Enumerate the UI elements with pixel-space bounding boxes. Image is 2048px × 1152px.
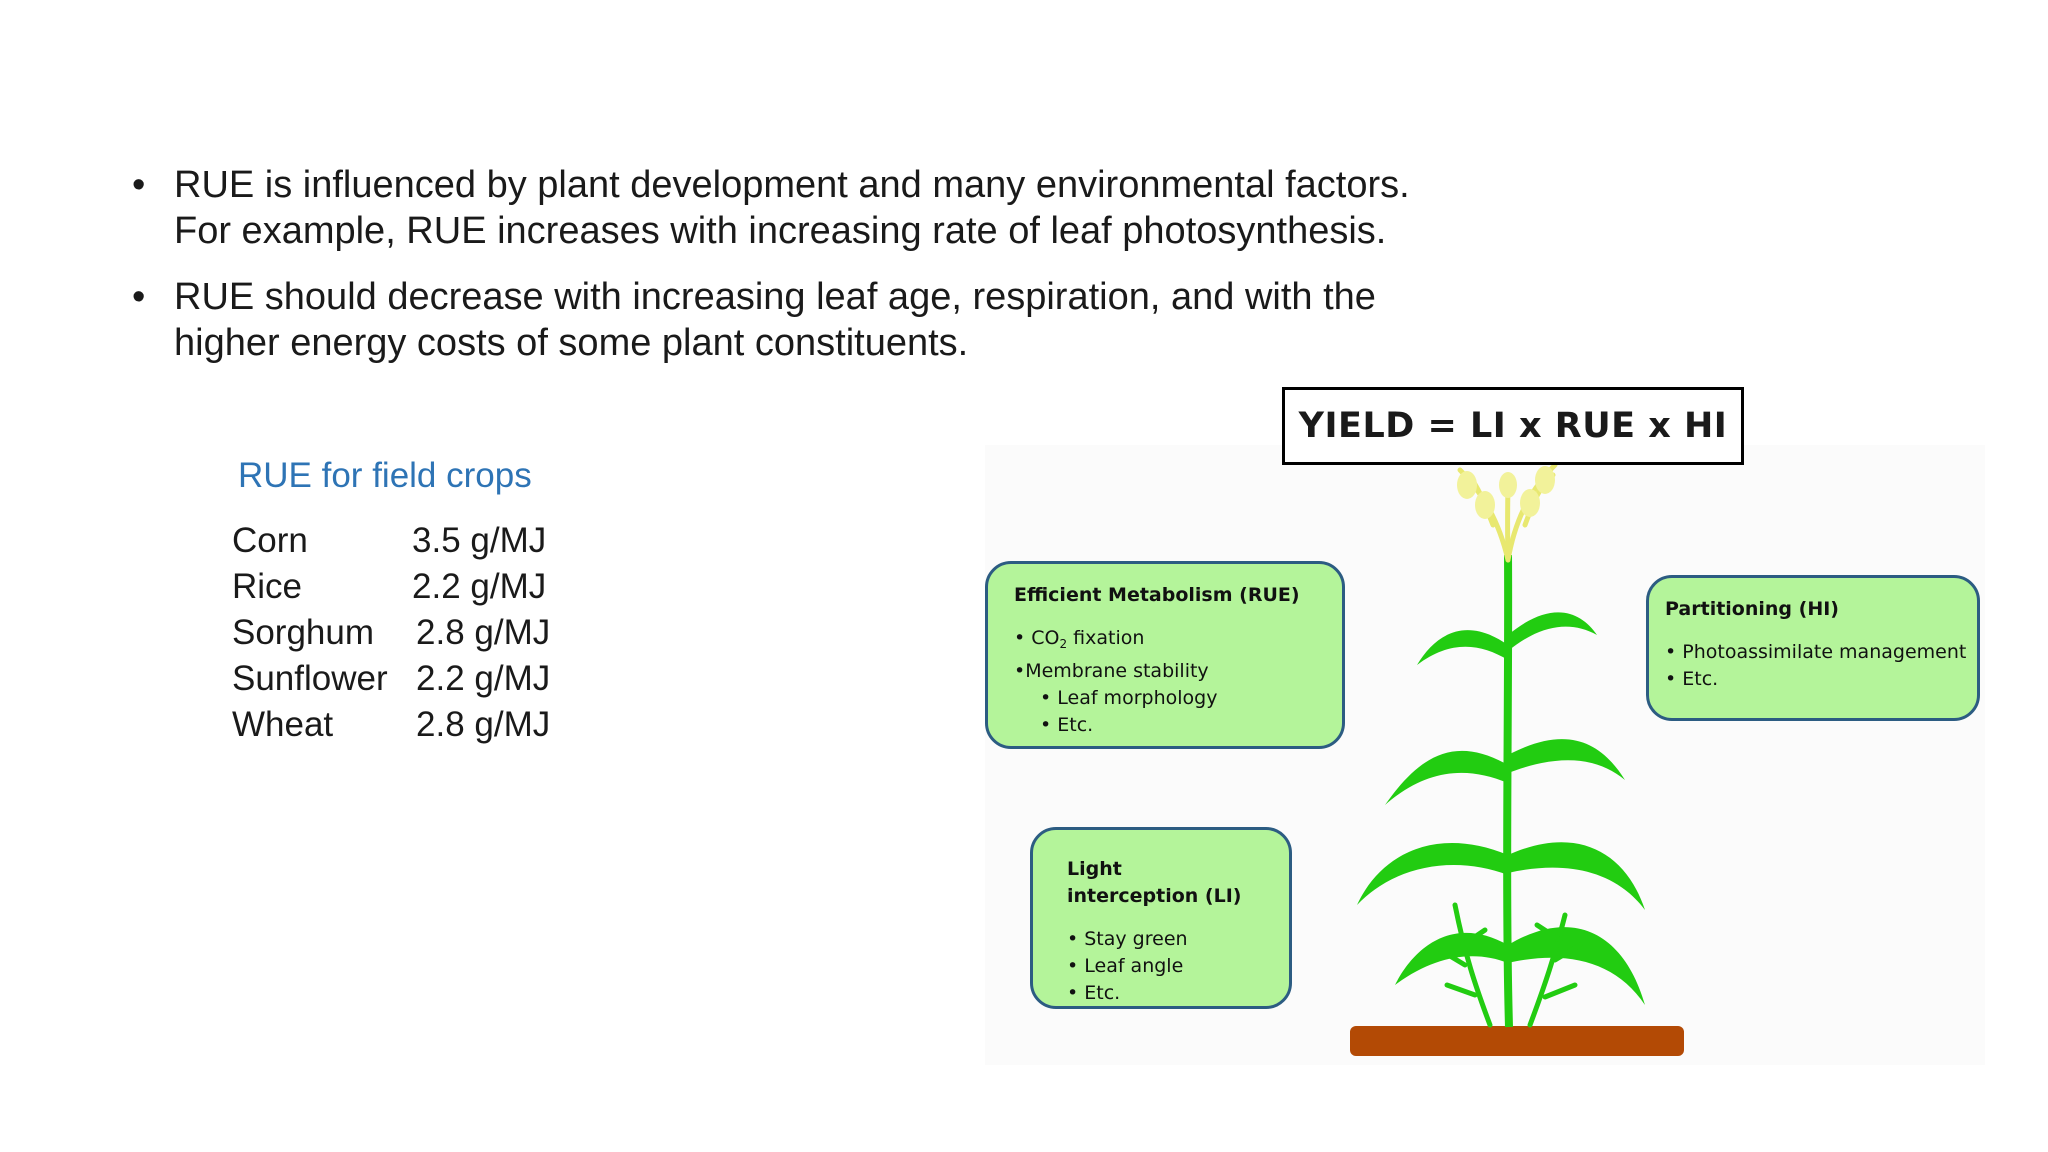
crop-name: Wheat — [232, 705, 334, 744]
light-interception-title: Light interception (LI) — [1067, 858, 1242, 907]
partitioning-item: • Photoassimilate management — [1665, 641, 1967, 663]
light-interception-item: • Etc. — [1067, 982, 1121, 1004]
crop-value: 2.8 g/MJ — [416, 705, 551, 744]
crop-value: 3.5 g/MJ — [412, 521, 547, 560]
metabolism-item: •Membrane stability — [1014, 660, 1209, 682]
yield-equation: YIELD = LI x RUE x HI — [1282, 387, 1744, 465]
crop-table-title: RUE for field crops — [238, 456, 532, 495]
metabolism-title: Efficient Metabolism (RUE) — [1014, 584, 1300, 606]
bullet-line: For example, RUE increases with increasi… — [174, 210, 1387, 252]
metabolism-item: • Leaf morphology — [1040, 687, 1218, 709]
bullet-line: RUE is influenced by plant development a… — [174, 164, 1410, 206]
bullet-item: • RUE is influenced by plant development… — [130, 162, 1530, 254]
metabolism-item: • Etc. — [1040, 714, 1094, 736]
crop-name: Rice — [232, 567, 303, 606]
partitioning-item: • Etc. — [1665, 668, 1719, 690]
bullet-line: RUE should decrease with increasing leaf… — [174, 276, 1376, 318]
crop-value: 2.2 g/MJ — [416, 659, 551, 698]
partitioning-title: Partitioning (HI) — [1665, 598, 1839, 620]
bullet-dot-icon: • — [132, 276, 146, 318]
crop-name: Sorghum — [232, 613, 375, 652]
crop-name: Corn — [232, 521, 308, 560]
metabolism-card: Efficient Metabolism (RUE) • CO2 fixatio… — [985, 561, 1345, 749]
crop-name: Sunflower — [232, 659, 388, 698]
light-interception-card: Light interception (LI) • Stay green • L… — [1030, 827, 1292, 1009]
light-interception-item: • Stay green — [1067, 928, 1188, 950]
bullet-dot-icon: • — [132, 164, 146, 206]
metabolism-item: • CO2 fixation — [1014, 627, 1145, 651]
crop-value: 2.2 g/MJ — [412, 567, 547, 606]
light-interception-item: • Leaf angle — [1067, 955, 1184, 977]
partitioning-card: Partitioning (HI) • Photoassimilate mana… — [1646, 575, 1980, 721]
bullet-list: • RUE is influenced by plant development… — [130, 162, 1530, 386]
bullet-item: • RUE should decrease with increasing le… — [130, 274, 1530, 366]
crop-value: 2.8 g/MJ — [416, 613, 551, 652]
bullet-line: higher energy costs of some plant consti… — [174, 322, 969, 364]
